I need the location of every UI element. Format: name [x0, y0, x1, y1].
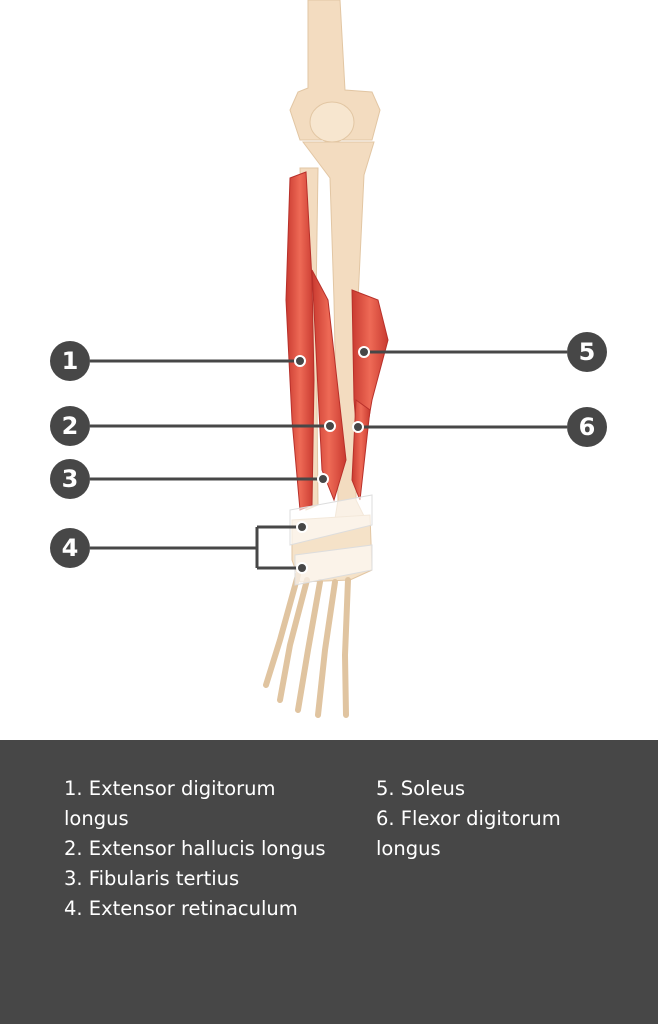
legend-item-1: 1. Extensor digitorum longus: [64, 777, 276, 830]
marker-2: 2: [50, 406, 90, 446]
marker-5: 5: [567, 332, 607, 372]
femur: [289, 0, 381, 141]
leg-muscle-illustration: [90, 0, 567, 718]
legend-panel: 1. Extensor digitorum longus 2. Extensor…: [0, 740, 658, 1024]
toe-bones: [263, 572, 351, 718]
patella: [309, 101, 355, 143]
legend-item-5: 5. Soleus: [376, 777, 466, 800]
marker-1: 1: [50, 341, 90, 381]
legend-right-column: 5. Soleus 6. Flexor digitorum longus: [376, 774, 561, 864]
marker-4: 4: [50, 528, 90, 568]
marker-6: 6: [567, 407, 607, 447]
legend-item-3: 3. Fibularis tertius: [64, 867, 240, 890]
retinaculum: [289, 494, 373, 586]
legend-item-4: 4. Extensor retinaculum: [64, 897, 298, 920]
pointer-dots: [294, 346, 370, 574]
legend-item-6: 6. Flexor digitorum longus: [376, 807, 561, 860]
leader-lines: [90, 350, 567, 570]
legend-item-2: 2. Extensor hallucis longus: [64, 837, 326, 860]
extensor-hallucis-longus: [311, 269, 347, 502]
marker-3: 3: [50, 459, 90, 499]
legend-left-column: 1. Extensor digitorum longus 2. Extensor…: [64, 774, 326, 924]
